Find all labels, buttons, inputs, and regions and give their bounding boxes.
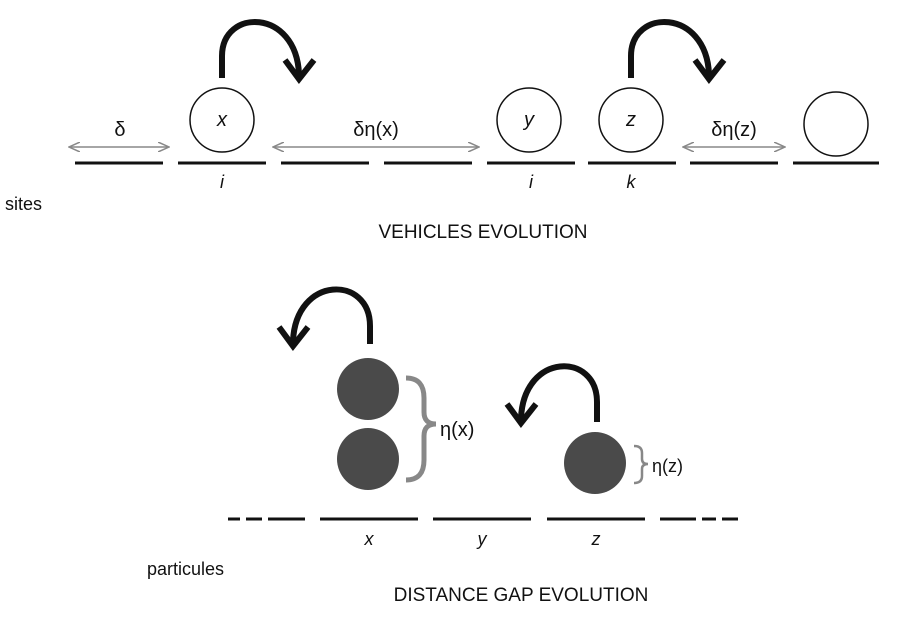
vehicles-title: VEHICLES EVOLUTION (378, 222, 587, 243)
site-label-z: k (627, 172, 637, 192)
site-label-x: i (220, 172, 225, 192)
vehicle-y-label: y (522, 109, 535, 131)
distance-gap-title: DISTANCE GAP EVOLUTION (394, 585, 649, 606)
vehicle-y (496, 87, 562, 153)
vehicle-z (598, 87, 664, 153)
eta-z-label: η(z) (652, 456, 683, 476)
delta-label: δ (114, 119, 125, 141)
vehicles (189, 87, 869, 157)
sites-label: sites (5, 194, 42, 214)
brace-eta-z (633, 444, 649, 485)
particles (337, 358, 626, 494)
vehicle-empty (803, 91, 869, 157)
site-label-y: i (529, 172, 534, 192)
particle-z (564, 432, 626, 494)
brace-eta-x (405, 375, 437, 483)
bottom-site-x: x (364, 529, 375, 549)
jump-arrow-x (219, 19, 317, 84)
gap-x-label: δη(x) (353, 119, 399, 141)
bottom-site-y: y (476, 529, 488, 549)
eta-x-label: η(x) (440, 419, 474, 441)
bottom-site-z: z (591, 529, 601, 549)
vehicle-x-label: x (216, 109, 228, 131)
gap-arrow-z (504, 363, 600, 428)
jump-arrow-z (628, 19, 727, 84)
vehicle-z-label: z (625, 109, 636, 131)
particle-x-bottom (337, 428, 399, 490)
gap-z-label: δη(z) (711, 119, 757, 141)
gap-arrow-x (276, 286, 373, 351)
particle-x-top (337, 358, 399, 420)
particules-label: particules (147, 559, 224, 579)
vehicle-x (189, 87, 255, 153)
